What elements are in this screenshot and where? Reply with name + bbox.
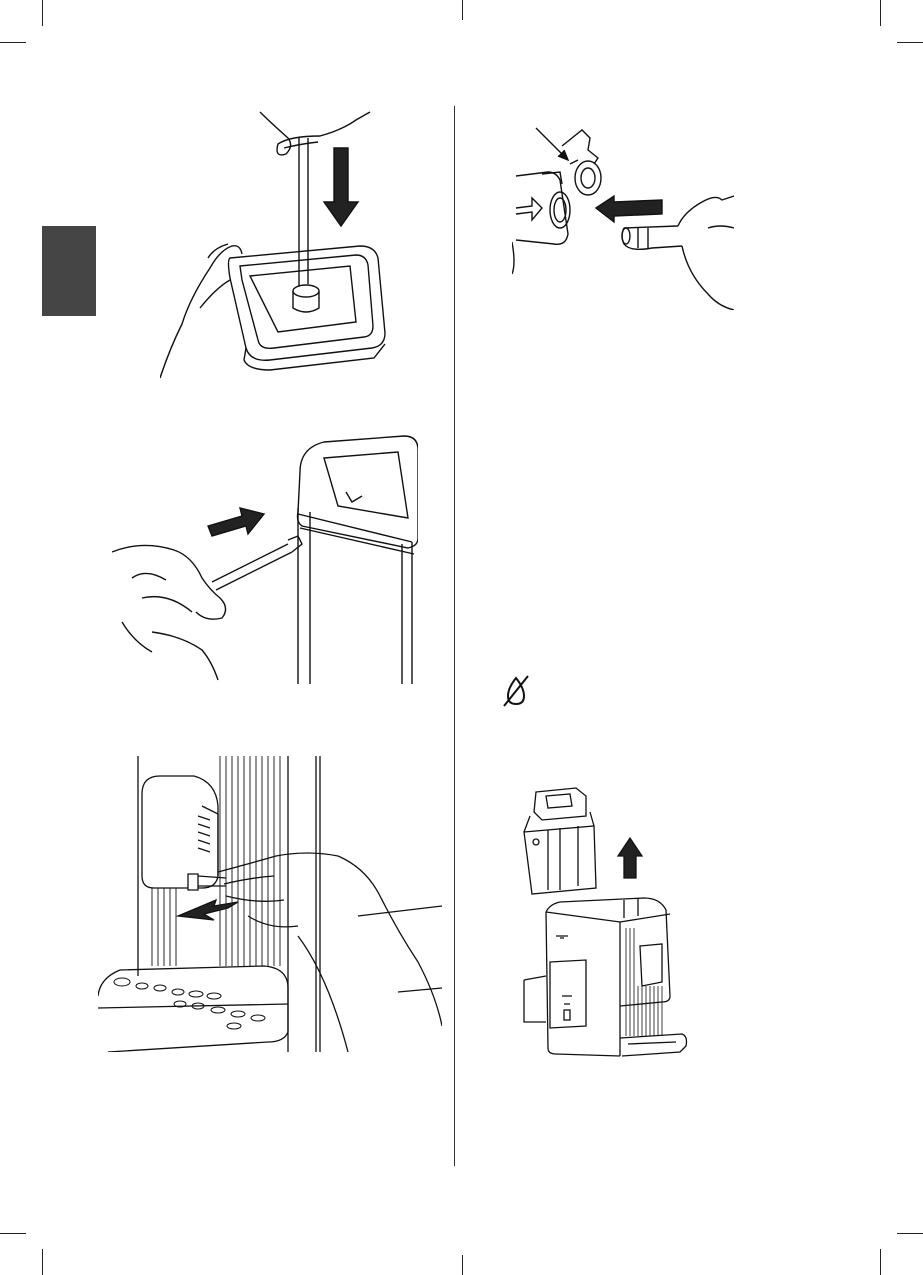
crop-mark (462, 1255, 463, 1275)
column-divider (454, 106, 455, 1166)
figure-tank-removal (520, 786, 692, 1062)
crop-mark (880, 1249, 881, 1275)
figure-cap-nozzle (512, 124, 734, 310)
crop-mark (880, 0, 881, 26)
crop-mark (462, 0, 463, 20)
figure-tube-insert (112, 432, 418, 684)
no-water-icon (500, 674, 532, 708)
crop-mark (42, 1249, 43, 1275)
crop-mark (897, 1233, 923, 1234)
figure-dispenser-connect (98, 756, 442, 1052)
crop-mark (42, 0, 43, 26)
crop-mark (0, 1233, 26, 1234)
language-side-tab (42, 226, 96, 316)
crop-mark (897, 42, 923, 43)
crop-mark (0, 42, 26, 43)
figure-tank-filter (160, 108, 386, 380)
